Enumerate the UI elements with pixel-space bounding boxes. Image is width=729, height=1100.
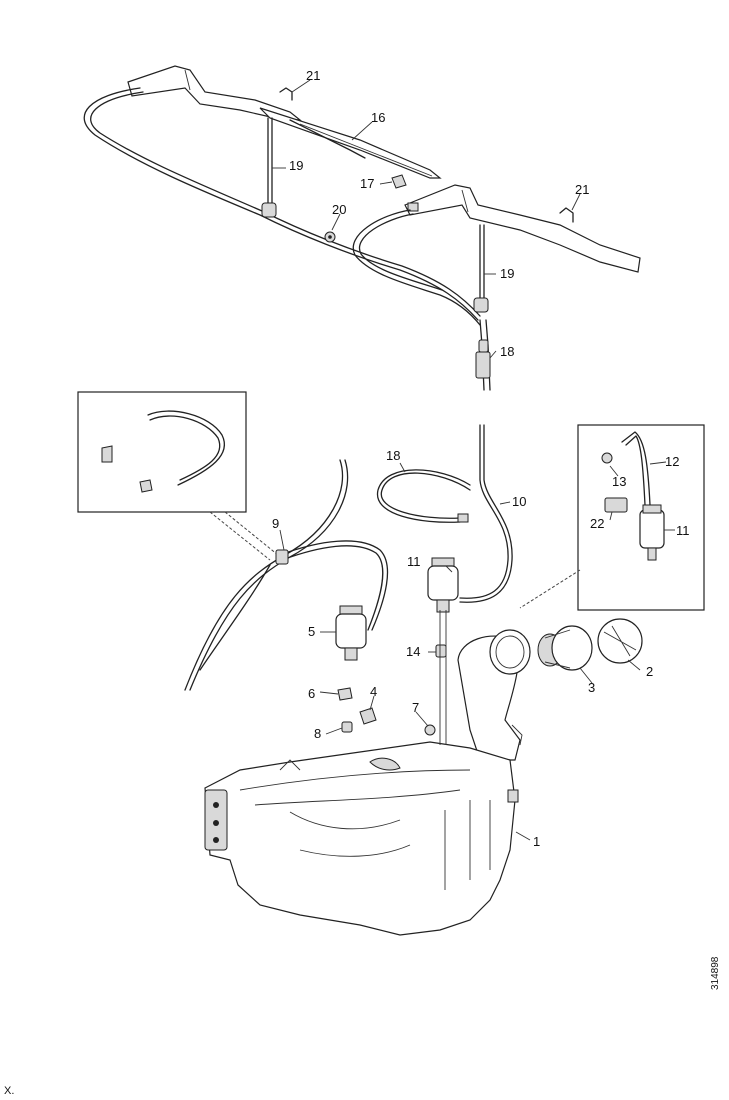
label-16: 16: [371, 110, 385, 125]
label-3: 3: [588, 680, 595, 695]
leader-lines: [272, 79, 675, 841]
washer-hose-upper: [83, 87, 491, 391]
label-18-lower: 18: [386, 448, 400, 463]
label-2: 2: [646, 664, 653, 679]
clip-6: [337, 687, 353, 701]
screw-4: [359, 707, 377, 725]
label-8: 8: [314, 726, 321, 741]
right-wiper-arm: [404, 184, 641, 273]
nozzle-19-right: [473, 224, 489, 313]
label-4: 4: [370, 684, 377, 699]
hose-18: [377, 469, 471, 523]
label-9: 9: [272, 516, 279, 531]
inset-left: [77, 391, 247, 513]
hose-10: [459, 424, 513, 603]
nozzle-19-left: [261, 117, 277, 218]
cap-2: [597, 618, 643, 664]
filler-neck: [457, 629, 531, 761]
corner-mark: X.: [4, 1085, 14, 1097]
label-11-center: 11: [407, 554, 421, 569]
label-6: 6: [308, 686, 315, 701]
label-21-right: 21: [575, 182, 589, 197]
label-13: 13: [612, 474, 626, 489]
grommet-7: [424, 724, 436, 736]
pump-5: [335, 605, 367, 661]
grommet-8: [341, 721, 353, 733]
label-22: 22: [590, 516, 604, 531]
label-19-left: 19: [289, 158, 303, 173]
label-19-right: 19: [500, 266, 514, 281]
clip-17: [391, 174, 407, 189]
label-11-inset: 11: [676, 523, 690, 538]
label-14: 14: [406, 644, 420, 659]
label-10: 10: [512, 494, 526, 509]
label-12: 12: [665, 454, 679, 469]
label-5: 5: [308, 624, 315, 639]
label-18-upper: 18: [500, 344, 514, 359]
label-1: 1: [533, 834, 540, 849]
label-21-left: 21: [306, 68, 320, 83]
grommet-20: [324, 231, 336, 243]
strainer-3: [537, 625, 593, 671]
left-wiper-arm: [127, 65, 442, 179]
hose-9: [184, 459, 389, 691]
label-7: 7: [412, 700, 419, 715]
label-20: 20: [332, 202, 346, 217]
pump-11: [427, 557, 459, 613]
inset-left-leader-2: [224, 511, 279, 556]
inset-right: [577, 424, 705, 611]
reservoir-tank: [204, 610, 523, 936]
inset-right-leader: [519, 569, 581, 609]
inset-left-leader: [209, 511, 271, 561]
label-17: 17: [360, 176, 374, 191]
grommet-14: [435, 644, 447, 658]
reference-code: 314898: [710, 956, 721, 990]
